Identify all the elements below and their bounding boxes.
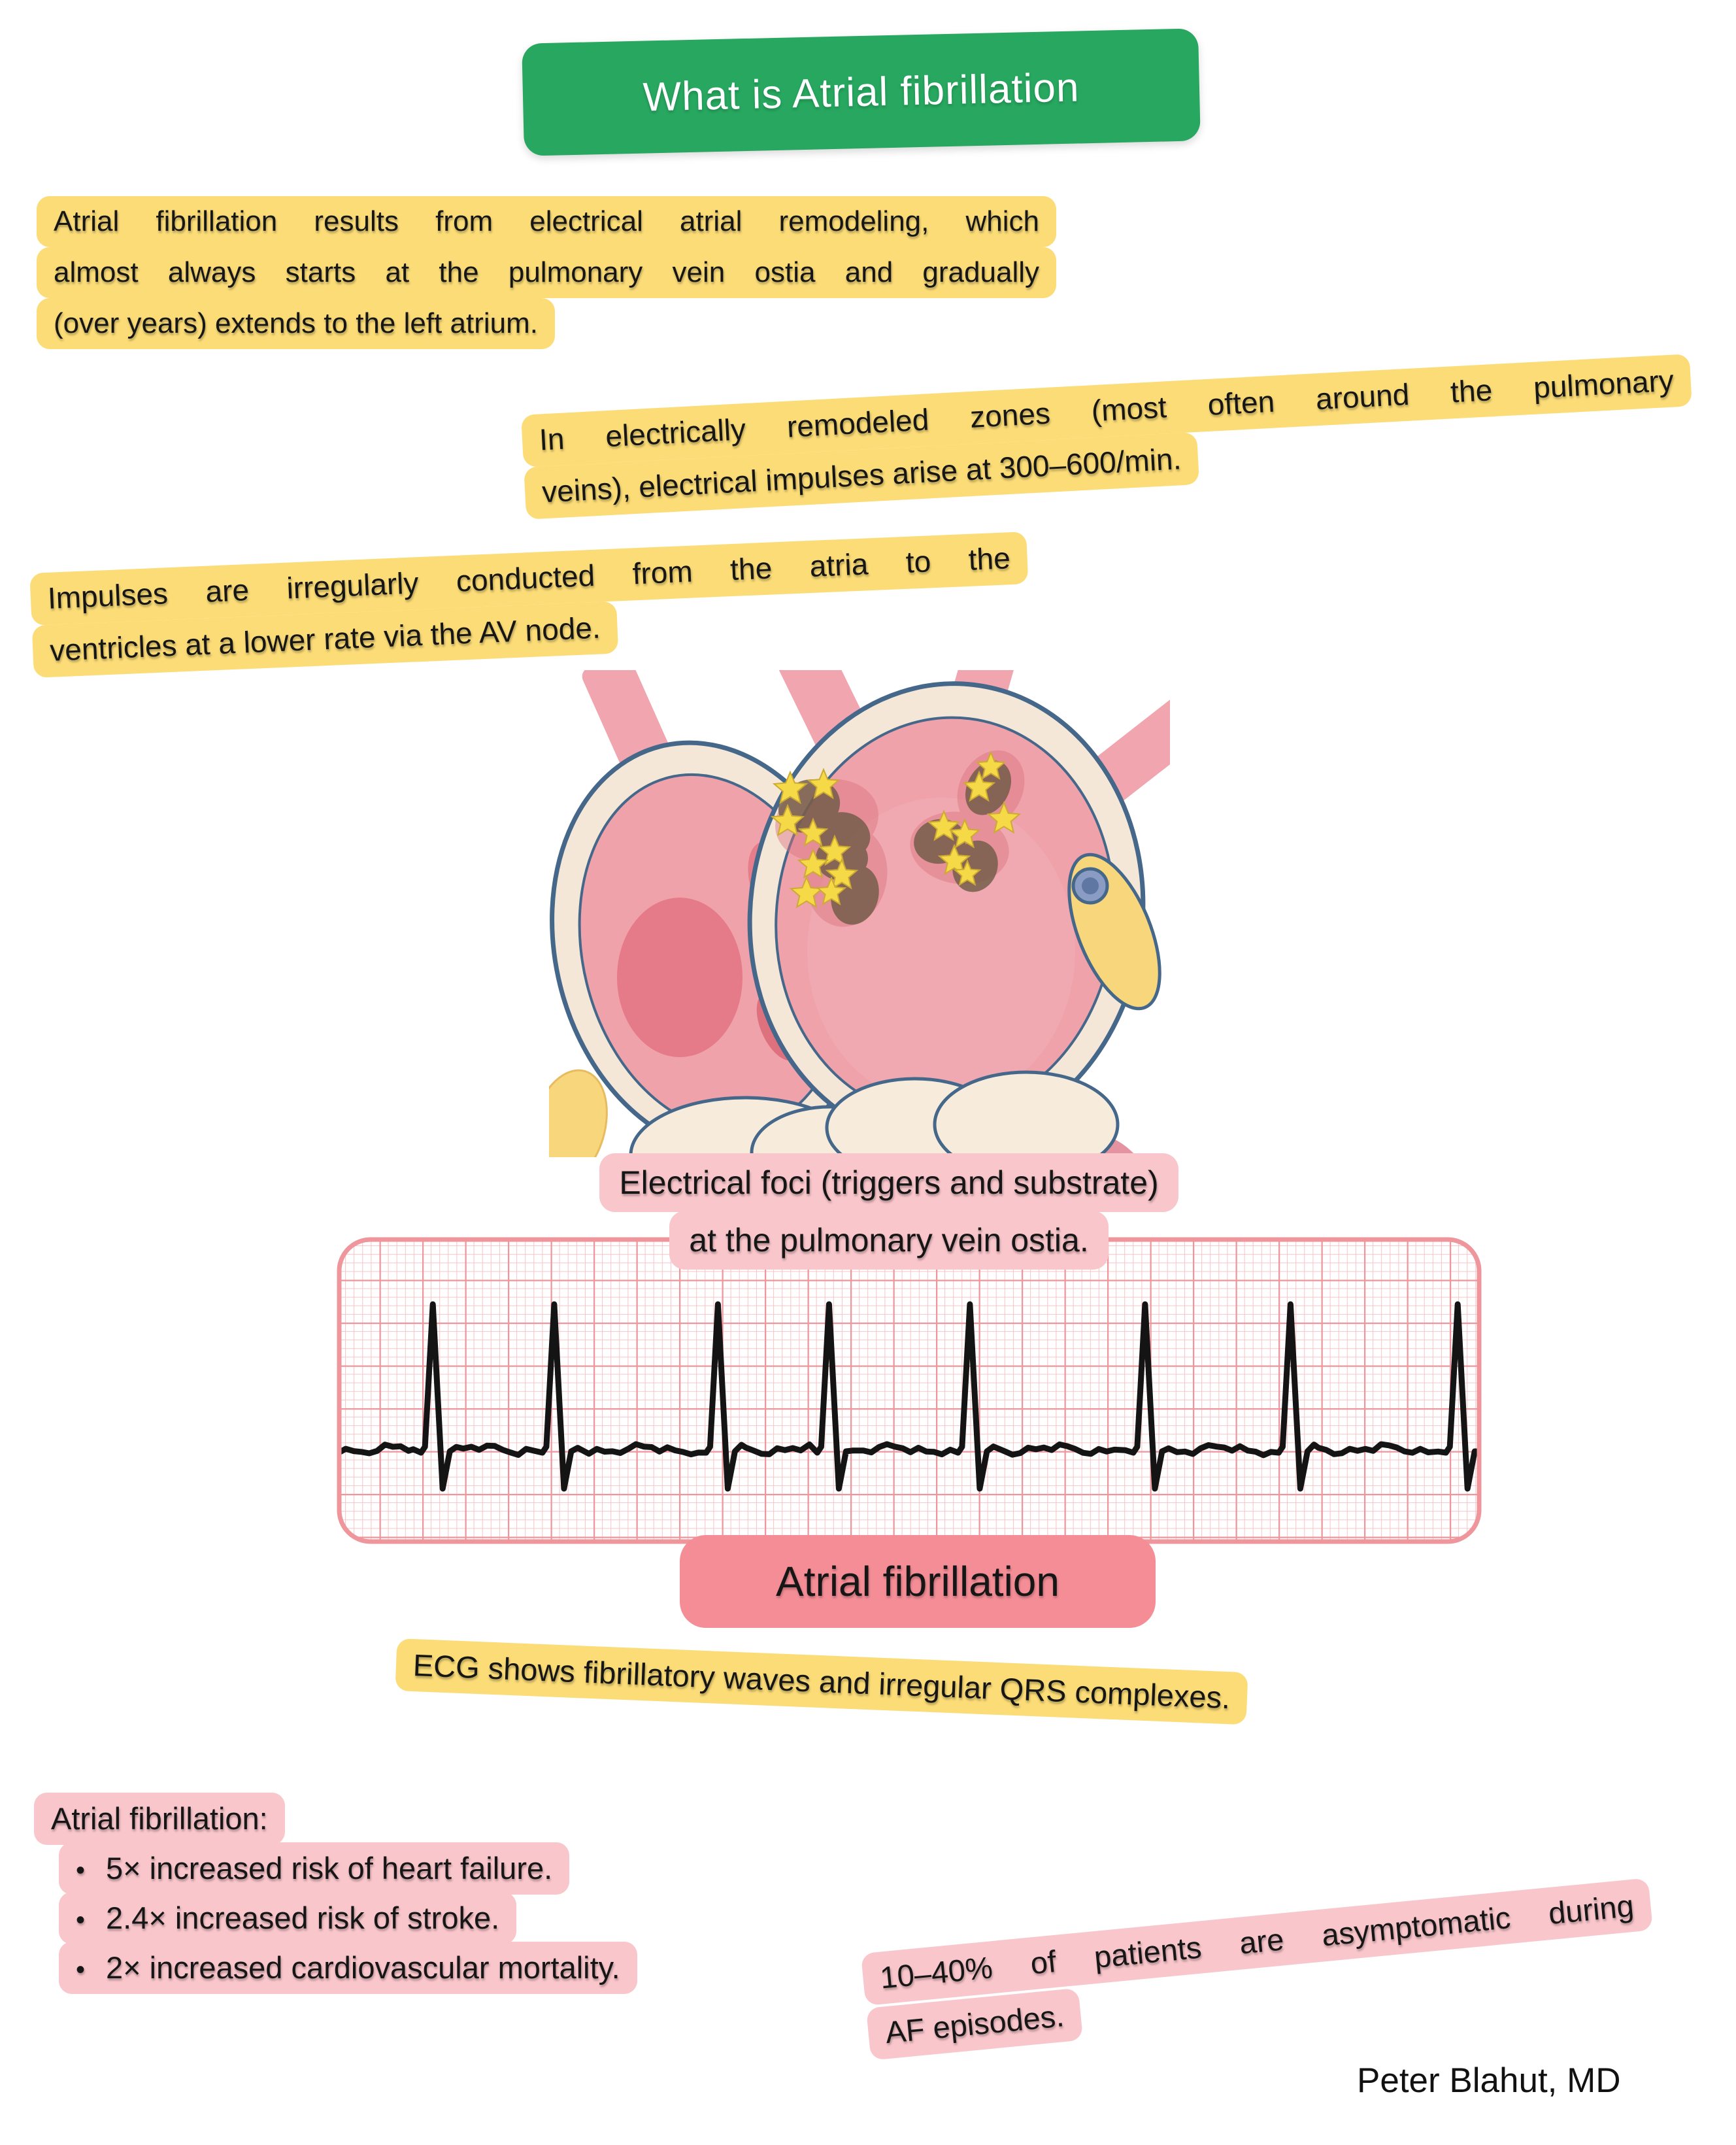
star-icon: [818, 834, 852, 866]
title-badge: What is Atrial fibrillation: [522, 28, 1201, 156]
risk-item: • 5× increased risk of heart failure.: [59, 1842, 871, 1895]
ecg-strip: [337, 1237, 1482, 1544]
note-remodeling: Atrial fibrillation results from electri…: [37, 196, 1056, 349]
star-icon: [825, 858, 859, 890]
bullet-icon: •: [76, 1955, 86, 1984]
risk-text: 2× increased cardiovascular mortality.: [106, 1950, 620, 1985]
risk-text: 5× increased risk of heart failure.: [106, 1850, 553, 1885]
star-icon: [953, 859, 982, 887]
note-asymptomatic: 10–40% of patients are asymptomatic duri…: [860, 1876, 1659, 2061]
note-impulse-rate: In electrically remodeled zones (most of…: [521, 354, 1695, 520]
risk-text: 2.4× increased risk of stroke.: [106, 1900, 500, 1935]
star-icon: [937, 843, 971, 875]
valve-leaflets: [629, 1070, 1120, 1157]
af-label: Atrial fibrillation: [680, 1535, 1156, 1628]
star-icon: [927, 809, 961, 841]
star-icon: [975, 751, 1007, 780]
star-icon: [770, 803, 805, 837]
star-icon: [772, 770, 809, 805]
heart-caption: Electrical foci (triggers and substrate)…: [503, 1153, 1275, 1270]
ecg-trace: [339, 1301, 1479, 1492]
signature: Peter Blahut, MD: [1357, 2061, 1621, 2100]
bullet-icon: •: [76, 1905, 86, 1934]
risk-item: • 2× increased cardiovascular mortality.: [59, 1941, 871, 1995]
note-line: (over years) extends to the left atrium.: [37, 298, 555, 349]
star-icon: [962, 770, 996, 802]
star-icon: [948, 818, 981, 849]
ecg-grid: [339, 1240, 1479, 1542]
star-icon: [797, 848, 829, 879]
electrical-foci-stars: [770, 751, 1022, 909]
risk-item: • 2.4× increased risk of stroke.: [59, 1891, 871, 1945]
heart-illustration: [549, 670, 1170, 1157]
star-icon: [986, 801, 1022, 834]
star-icon: [816, 876, 847, 905]
caption-line: at the pulmonary vein ostia.: [669, 1211, 1109, 1270]
caption-line: Electrical foci (triggers and substrate): [599, 1153, 1178, 1212]
note-line: ECG shows fibrillatory waves and irregul…: [395, 1638, 1248, 1725]
epicardial-fat: [549, 853, 1161, 1157]
star-icon: [807, 768, 841, 800]
star-icon: [797, 817, 829, 847]
left-atrium: [747, 681, 1146, 1145]
note-line: almost always starts at the pulmonary ve…: [37, 247, 1056, 298]
note-av-conduction: Impulses are irregularly conducted from …: [29, 532, 1030, 678]
page-title: What is Atrial fibrillation: [642, 64, 1080, 120]
bullet-icon: •: [76, 1855, 86, 1885]
risk-heading: Atrial fibrillation:: [34, 1792, 285, 1846]
note-line: Atrial fibrillation results from electri…: [37, 196, 1056, 247]
note-ecg-finding: ECG shows fibrillatory waves and irregul…: [395, 1638, 1248, 1725]
risk-list: Atrial fibrillation: • 5× increased risk …: [34, 1792, 871, 1995]
ra-wall-patch: [617, 898, 743, 1057]
